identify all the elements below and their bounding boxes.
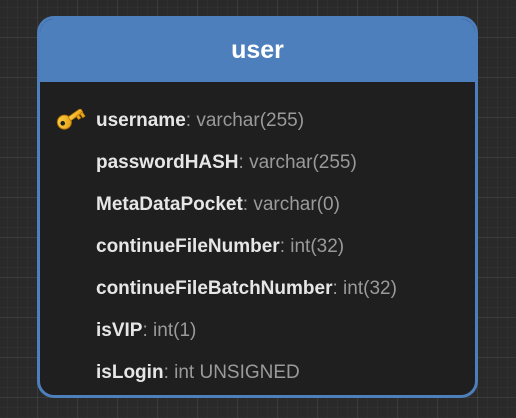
field-type: varchar(255) bbox=[243, 152, 357, 173]
field-row-username[interactable]: username: varchar(255) bbox=[96, 100, 304, 142]
field-separator: : bbox=[332, 278, 338, 299]
field-type: int UNSIGNED bbox=[168, 362, 300, 383]
field-name: username bbox=[96, 110, 186, 131]
entity-title[interactable]: user bbox=[40, 19, 475, 82]
field-separator: : bbox=[279, 236, 285, 257]
field-name: isVIP bbox=[96, 320, 143, 341]
entity-user-table[interactable]: user username: varchar(255) passwordHASH… bbox=[37, 16, 478, 398]
field-type: varchar(255) bbox=[191, 110, 305, 131]
field-type: int(32) bbox=[337, 278, 397, 299]
field-row-isvip[interactable]: isVIP: int(1) bbox=[96, 310, 196, 352]
field-row-passwordhash[interactable]: passwordHASH: varchar(255) bbox=[96, 142, 357, 184]
field-row-islogin[interactable]: isLogin: int UNSIGNED bbox=[96, 352, 300, 394]
field-row-metadatapocket[interactable]: MetaDataPocket: varchar(0) bbox=[96, 184, 340, 226]
field-row-continuefilenumber[interactable]: continueFileNumber: int(32) bbox=[96, 226, 344, 268]
field-type: int(32) bbox=[284, 236, 345, 257]
field-separator: : bbox=[242, 194, 249, 215]
field-row-continuefilebatchnumber[interactable]: continueFileBatchNumber: int(32) bbox=[96, 268, 397, 310]
field-name: MetaDataPocket bbox=[96, 194, 243, 215]
field-type: varchar(0) bbox=[248, 194, 340, 215]
field-separator: : bbox=[163, 362, 169, 383]
field-separator: : bbox=[142, 320, 148, 341]
field-name: continueFileNumber bbox=[96, 236, 280, 257]
field-name: continueFileBatchNumber bbox=[96, 278, 333, 299]
field-name: passwordHASH bbox=[96, 152, 239, 173]
key-icon bbox=[56, 109, 86, 130]
field-separator: : bbox=[238, 152, 244, 173]
field-name: isLogin bbox=[96, 362, 164, 383]
field-type: int(1) bbox=[147, 320, 197, 341]
field-separator: : bbox=[185, 110, 192, 131]
